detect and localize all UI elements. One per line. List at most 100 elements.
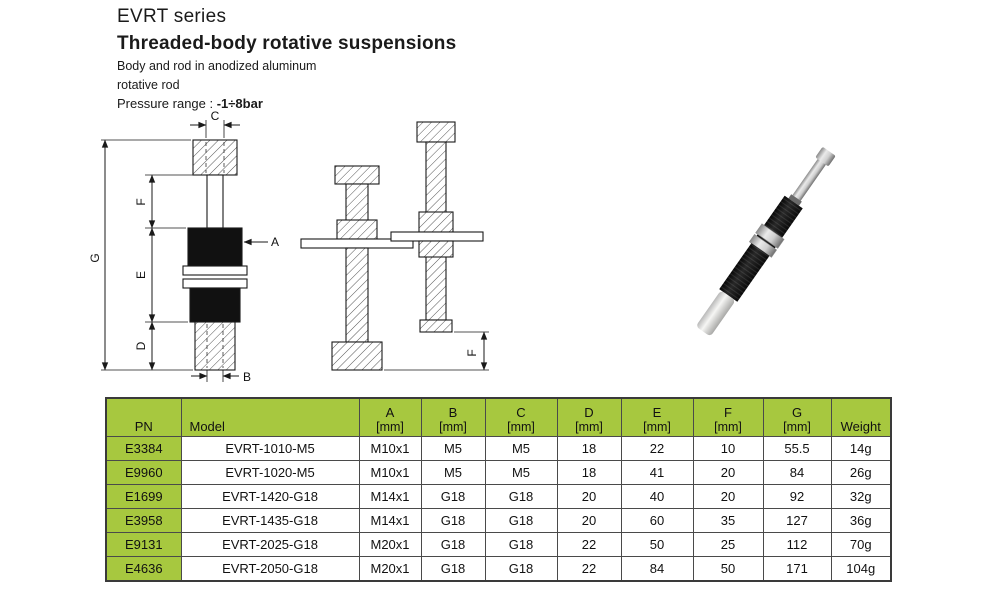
cell-g: 127: [762, 508, 832, 533]
cell-a: M10x1: [358, 460, 422, 485]
col-header-weight: Weight: [830, 397, 892, 437]
page-title: Threaded-body rotative suspensions: [117, 33, 457, 54]
cell-d: 18: [556, 460, 622, 485]
table-row: E3384 EVRT-1010-M5 M10x1 M5 M5 18 22 10 …: [105, 436, 892, 461]
table-row: E9960 EVRT-1020-M5 M10x1 M5 M5 18 41 20 …: [105, 460, 892, 485]
cell-model: EVRT-2050-G18: [180, 556, 360, 582]
col-header-d: D[mm]: [556, 397, 622, 437]
pressure-range: Pressure range : -1÷8bar: [117, 96, 456, 111]
table-body: E3384 EVRT-1010-M5 M10x1 M5 M5 18 22 10 …: [105, 436, 892, 582]
section-view-drawing: F: [300, 121, 489, 371]
product-photo: [697, 147, 836, 336]
cell-d: 22: [556, 532, 622, 557]
cell-b: M5: [420, 460, 486, 485]
cell-weight: 26g: [830, 460, 892, 485]
cell-d: 20: [556, 484, 622, 509]
spec-table: PN Model A[mm] B[mm] C[mm] D[mm] E[mm] F…: [105, 397, 892, 582]
cell-g: 112: [762, 532, 832, 557]
cell-g: 84: [762, 460, 832, 485]
col-header-e: E[mm]: [620, 397, 694, 437]
dim-label-g: G: [88, 253, 102, 262]
cell-g: 55.5: [762, 436, 832, 461]
cell-b: M5: [420, 436, 486, 461]
cell-a: M10x1: [358, 436, 422, 461]
col-header-pn: PN: [105, 397, 182, 437]
dim-label-a: A: [271, 235, 279, 249]
cell-c: G18: [484, 508, 558, 533]
dim-label-e: E: [134, 271, 148, 279]
cell-pn: E3958: [105, 508, 182, 533]
cell-c: G18: [484, 484, 558, 509]
cell-b: G18: [420, 556, 486, 582]
pressure-value: -1÷8bar: [216, 96, 263, 111]
subtitle-line-2: rotative rod: [117, 78, 180, 92]
cell-e: 41: [620, 460, 694, 485]
cell-model: EVRT-1020-M5: [180, 460, 360, 485]
col-header-c: C[mm]: [484, 397, 558, 437]
table-row: E1699 EVRT-1420-G18 M14x1 G18 G18 20 40 …: [105, 484, 892, 509]
table-header-row: PN Model A[mm] B[mm] C[mm] D[mm] E[mm] F…: [105, 397, 892, 437]
cell-e: 60: [620, 508, 694, 533]
cell-e: 50: [620, 532, 694, 557]
dim-label-f: F: [134, 198, 148, 205]
cell-c: M5: [484, 436, 558, 461]
cell-model: EVRT-2025-G18: [180, 532, 360, 557]
cell-f: 20: [692, 484, 764, 509]
col-header-b: B[mm]: [420, 397, 486, 437]
cell-weight: 104g: [830, 556, 892, 582]
cell-b: G18: [420, 532, 486, 557]
cell-pn: E9131: [105, 532, 182, 557]
cell-a: M14x1: [358, 508, 422, 533]
cell-weight: 14g: [830, 436, 892, 461]
cell-a: M20x1: [358, 556, 422, 582]
cell-e: 22: [620, 436, 694, 461]
cell-model: EVRT-1420-G18: [180, 484, 360, 509]
technical-drawing: C A B: [88, 109, 489, 384]
header-block: EVRT series Threaded-body rotative suspe…: [117, 6, 456, 111]
cell-c: M5: [484, 460, 558, 485]
series-title: EVRT series: [117, 6, 227, 27]
cell-a: M14x1: [358, 484, 422, 509]
col-header-g: G[mm]: [762, 397, 832, 437]
dim-label-c: C: [211, 109, 220, 123]
cell-f: 20: [692, 460, 764, 485]
cell-f: 35: [692, 508, 764, 533]
dim-label-d: D: [134, 341, 148, 350]
cell-d: 22: [556, 556, 622, 582]
side-view-drawing: C A B: [88, 109, 279, 384]
cell-f: 50: [692, 556, 764, 582]
cell-f: 10: [692, 436, 764, 461]
cell-weight: 32g: [830, 484, 892, 509]
cell-pn: E3384: [105, 436, 182, 461]
cell-a: M20x1: [358, 532, 422, 557]
product-body: [697, 147, 836, 336]
cell-g: 171: [762, 556, 832, 582]
col-header-a: A[mm]: [358, 397, 422, 437]
cell-model: EVRT-1010-M5: [180, 436, 360, 461]
cell-b: G18: [420, 484, 486, 509]
cell-e: 84: [620, 556, 694, 582]
cell-f: 25: [692, 532, 764, 557]
cell-g: 92: [762, 484, 832, 509]
cell-d: 20: [556, 508, 622, 533]
cell-model: EVRT-1435-G18: [180, 508, 360, 533]
cell-weight: 36g: [830, 508, 892, 533]
table-row: E9131 EVRT-2025-G18 M20x1 G18 G18 22 50 …: [105, 532, 892, 557]
table-row: E3958 EVRT-1435-G18 M14x1 G18 G18 20 60 …: [105, 508, 892, 533]
cell-weight: 70g: [830, 532, 892, 557]
cell-c: G18: [484, 556, 558, 582]
cell-e: 40: [620, 484, 694, 509]
cell-d: 18: [556, 436, 622, 461]
pressure-label: Pressure range :: [117, 96, 217, 111]
col-header-model: Model: [180, 397, 360, 437]
cell-c: G18: [484, 532, 558, 557]
dim-label-f-section: F: [465, 349, 479, 356]
subtitle-line-1: Body and rod in anodized aluminum: [117, 59, 317, 73]
cell-pn: E9960: [105, 460, 182, 485]
cell-pn: E4636: [105, 556, 182, 582]
col-header-f: F[mm]: [692, 397, 764, 437]
cell-pn: E1699: [105, 484, 182, 509]
dim-label-b: B: [243, 370, 251, 384]
cell-b: G18: [420, 508, 486, 533]
